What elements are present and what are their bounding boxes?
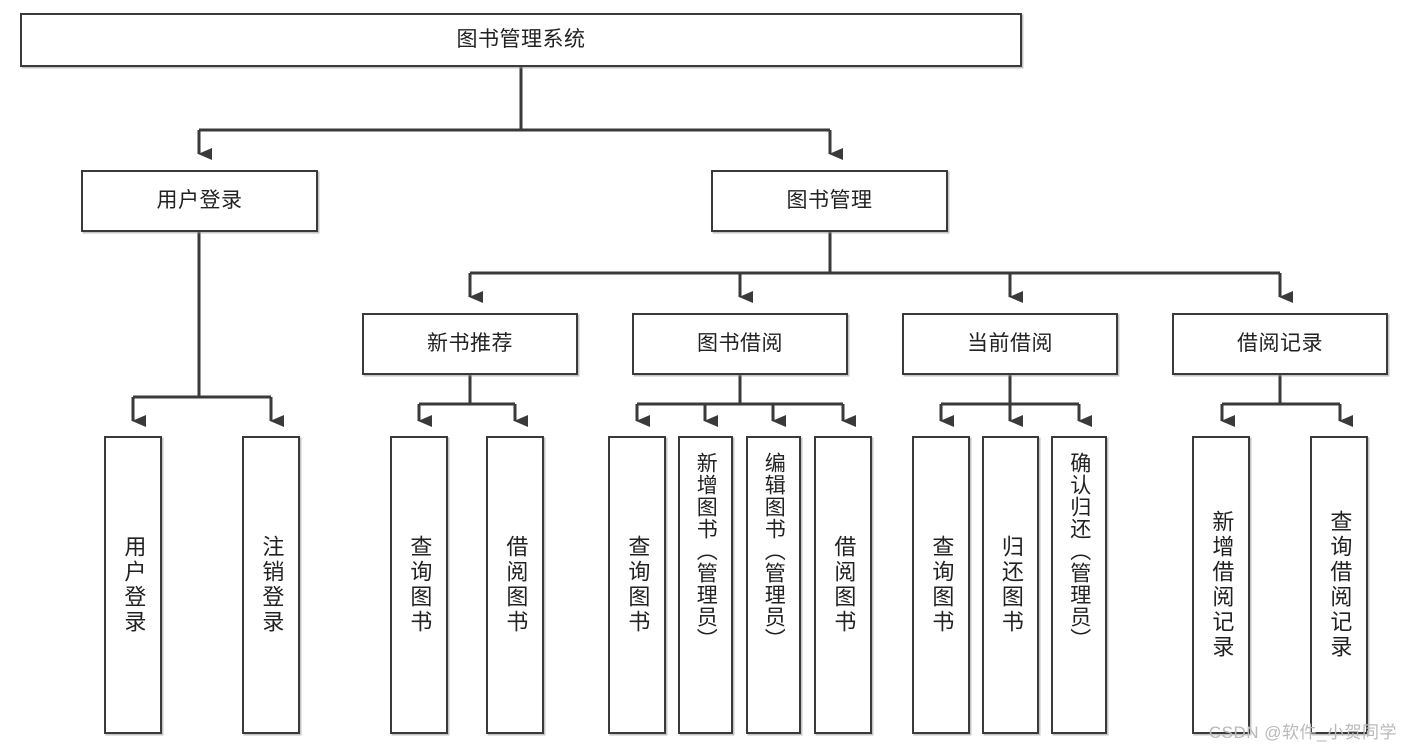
leaf-confirm-return[interactable]: 确认归还（管理员）	[1051, 436, 1107, 734]
node-current-borrow[interactable]: 当前借阅	[902, 313, 1118, 375]
leaf-return-book-label: 归还图书	[998, 535, 1024, 635]
leaf-user-login-label: 用户登录	[121, 535, 147, 635]
leaf-add-book-label: 新增图书（管理员）	[694, 452, 718, 650]
node-new-book-recommend[interactable]: 新书推荐	[362, 313, 578, 375]
leaf-add-book[interactable]: 新增图书（管理员）	[678, 436, 733, 734]
node-user-login[interactable]: 用户登录	[81, 170, 318, 232]
leaf-logout-label: 注销登录	[259, 535, 285, 635]
leaf-edit-book-label: 编辑图书（管理员）	[762, 452, 786, 650]
leaf-logout[interactable]: 注销登录	[242, 436, 300, 734]
leaf-query-book-2-label: 查询图书	[625, 535, 651, 635]
leaf-confirm-return-label: 确认归还（管理员）	[1067, 452, 1091, 650]
node-borrow-record[interactable]: 借阅记录	[1172, 313, 1388, 375]
node-book-borrow-label: 图书借阅	[697, 331, 783, 355]
node-root[interactable]: 图书管理系统	[20, 13, 1022, 67]
leaf-query-record-label: 查询借阅记录	[1327, 510, 1353, 660]
leaf-query-record[interactable]: 查询借阅记录	[1310, 436, 1368, 734]
node-book-management[interactable]: 图书管理	[711, 170, 948, 232]
leaf-edit-book[interactable]: 编辑图书（管理员）	[746, 436, 801, 734]
node-borrow-record-label: 借阅记录	[1237, 331, 1323, 355]
leaf-add-record-label: 新增借阅记录	[1209, 510, 1235, 660]
leaf-query-book-3[interactable]: 查询图书	[912, 436, 970, 734]
node-book-management-label: 图书管理	[786, 188, 873, 212]
leaf-borrow-book-2-label: 借阅图书	[831, 535, 857, 635]
leaf-borrow-book-2[interactable]: 借阅图书	[814, 436, 872, 734]
node-book-borrow[interactable]: 图书借阅	[632, 313, 848, 375]
node-new-book-recommend-label: 新书推荐	[427, 331, 513, 355]
leaf-query-book-1[interactable]: 查询图书	[390, 436, 448, 734]
node-user-login-label: 用户登录	[156, 188, 243, 212]
leaf-query-book-2[interactable]: 查询图书	[608, 436, 666, 734]
node-root-label: 图书管理系统	[456, 27, 586, 51]
leaf-return-book[interactable]: 归还图书	[982, 436, 1039, 734]
leaf-borrow-book-1[interactable]: 借阅图书	[486, 436, 544, 734]
node-current-borrow-label: 当前借阅	[967, 331, 1053, 355]
leaf-borrow-book-1-label: 借阅图书	[503, 535, 529, 635]
leaf-query-book-3-label: 查询图书	[929, 535, 955, 635]
leaf-user-login[interactable]: 用户登录	[104, 436, 162, 734]
leaf-add-record[interactable]: 新增借阅记录	[1192, 436, 1250, 734]
leaf-query-book-1-label: 查询图书	[407, 535, 433, 635]
